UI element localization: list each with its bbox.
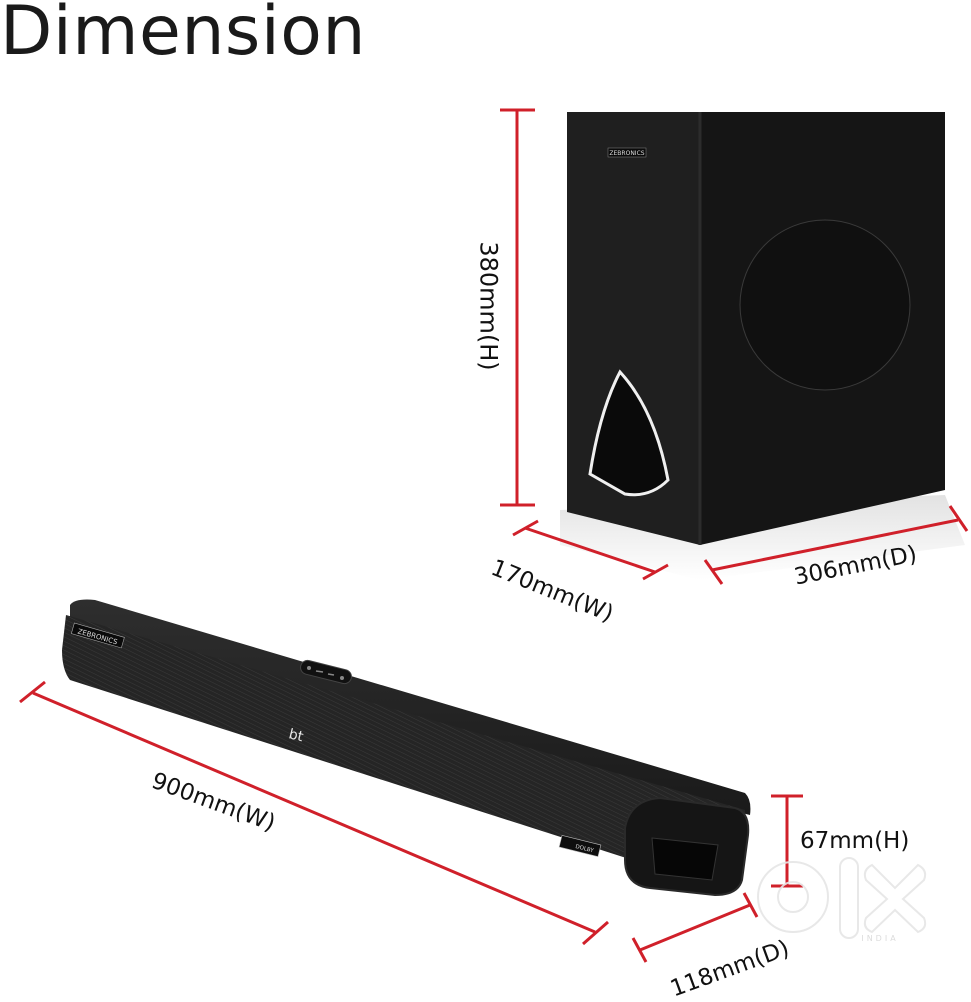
olx-watermark-logo: [757, 857, 927, 939]
watermark-region-text: INDIA: [861, 934, 898, 943]
volume-down-button-icon: [315, 670, 324, 673]
subwoofer: ZEBRONICS: [560, 112, 965, 580]
page-title: Dimension: [0, 0, 366, 71]
woofer-driver-icon: [739, 219, 911, 391]
soundbar-port-icon: [651, 837, 719, 881]
soundbar: ZEBRONICS bt DOLBY: [62, 599, 751, 897]
soundbar-width-dimension-line: [19, 680, 609, 946]
subwoofer-depth-dimension-line: [703, 505, 969, 585]
subwoofer-height-label: 380mm(H): [474, 241, 503, 371]
subwoofer-brand-logo: ZEBRONICS: [609, 150, 644, 157]
subwoofer-height-dimension-line: [500, 108, 535, 507]
subwoofer-width-dimension-line: [512, 519, 669, 581]
soundbar-depth-dimension-line: [631, 892, 759, 963]
soundbar-height-label: 67mm(H): [800, 828, 910, 854]
svg-text:DOLBY: DOLBY: [575, 844, 595, 854]
soundbar-control-buttons: [300, 659, 352, 685]
dolby-badge-icon: [558, 834, 602, 858]
power-button-icon: [307, 666, 311, 670]
mode-button-icon: [340, 676, 344, 680]
volume-up-button-icon: [327, 673, 335, 676]
bluetooth-badge: bt: [287, 726, 305, 745]
soundbar-height-dimension-line: [771, 794, 803, 888]
bass-port-icon: [588, 369, 670, 497]
